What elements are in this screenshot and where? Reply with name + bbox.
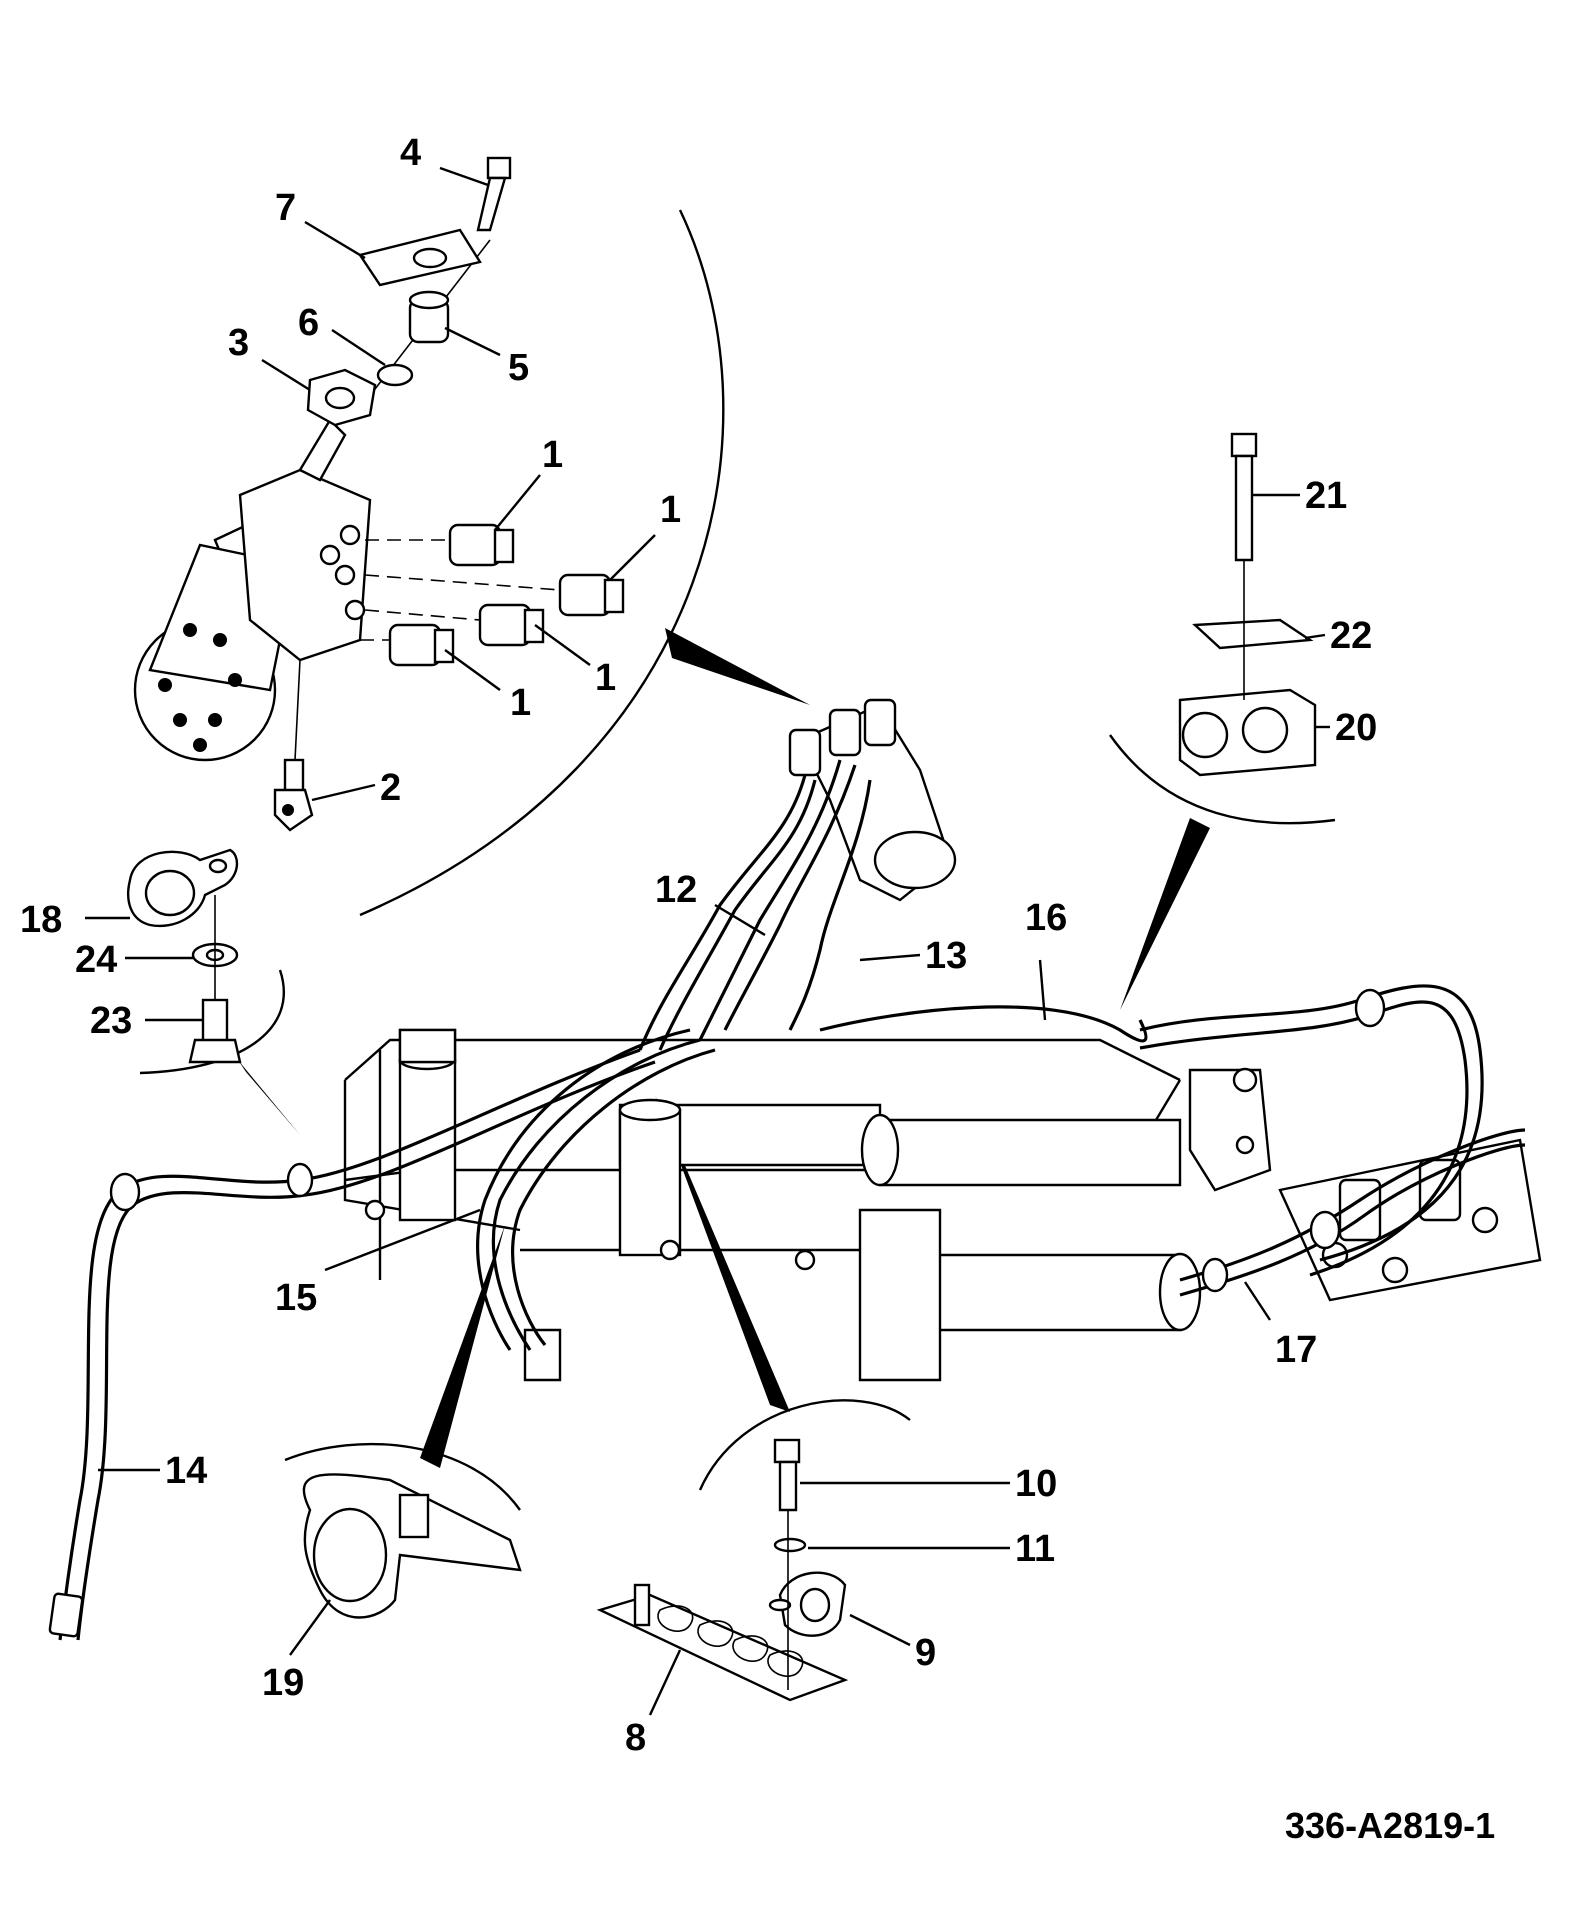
callout-1c: 1 <box>595 657 616 699</box>
callout-23: 23 <box>90 1000 132 1042</box>
hose-clamp-detail <box>127 848 242 1064</box>
column-nut <box>306 368 377 427</box>
callout-6: 6 <box>298 302 319 344</box>
main-assembly <box>343 1028 1542 1382</box>
adapter-fittings <box>388 523 625 667</box>
hydraulic-hoses <box>48 759 1526 1641</box>
leader-lines <box>85 166 1330 1716</box>
callout-1d: 1 <box>510 682 531 724</box>
callout-3: 3 <box>228 322 249 364</box>
drawing-reference-code: 336-A2819-1 <box>1285 1805 1495 1846</box>
callout-17: 17 <box>1275 1329 1317 1371</box>
elbow-fitting <box>273 758 314 832</box>
callout-24: 24 <box>75 939 117 981</box>
installed-steering-unit <box>788 698 957 902</box>
callout-18: 18 <box>20 899 62 941</box>
callout-10: 10 <box>1015 1463 1057 1505</box>
callout-12: 12 <box>655 869 697 911</box>
steering-unit-assembly <box>133 239 561 762</box>
bolt-4 <box>476 156 512 232</box>
rubber-bushing <box>408 290 450 344</box>
callout-20: 20 <box>1335 707 1377 749</box>
callout-21: 21 <box>1305 475 1347 517</box>
detail-arcs <box>139 209 1336 1511</box>
callout-2: 2 <box>380 767 401 809</box>
callout-22: 22 <box>1330 615 1372 657</box>
callout-9: 9 <box>915 1632 936 1674</box>
callout-19: 19 <box>262 1662 304 1704</box>
bracket-detail <box>596 1438 849 1702</box>
callout-labels: 1 1 1 1 2 3 4 5 6 7 8 9 10 11 12 13 14 1… <box>20 132 1377 1759</box>
callout-4: 4 <box>400 132 421 174</box>
callout-16: 16 <box>1025 897 1067 939</box>
callout-1b: 1 <box>660 489 681 531</box>
twin-clamp-detail <box>1178 432 1317 777</box>
callout-1a: 1 <box>542 434 563 476</box>
callout-14: 14 <box>165 1450 207 1492</box>
callout-15: 15 <box>275 1277 317 1319</box>
cable-tie-detail <box>302 1473 522 1619</box>
callout-11: 11 <box>1015 1528 1055 1570</box>
callout-13: 13 <box>925 935 967 977</box>
callout-7: 7 <box>275 187 296 229</box>
callout-5: 5 <box>508 347 529 389</box>
callout-8: 8 <box>625 1717 646 1759</box>
washer-6 <box>376 363 414 387</box>
